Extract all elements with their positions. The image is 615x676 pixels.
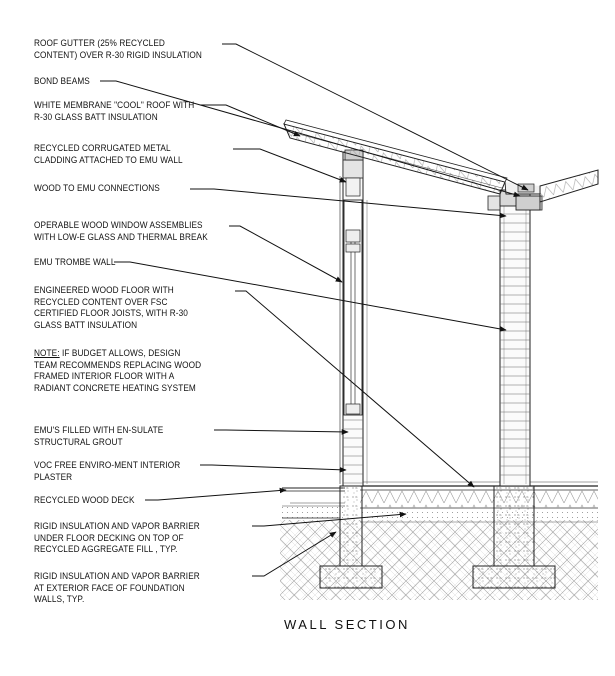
leader-lines: [100, 43, 529, 577]
label-trombe-wall: EMU TROMBE WALL: [34, 257, 116, 268]
floor-assembly: [360, 481, 598, 508]
label-note: NOTE: IF BUDGET ALLOWS, DESIGN TEAM RECO…: [34, 348, 202, 394]
emu-trombe-wall: [499, 203, 531, 487]
interior-pier: [472, 485, 556, 589]
label-bond-beams: BOND BEAMS: [34, 76, 90, 87]
aggregate-fill: [360, 508, 598, 522]
wood-deck: [282, 487, 345, 518]
exterior-foundation: [319, 485, 383, 589]
label-wood-deck: RECYCLED WOOD DECK: [34, 495, 135, 506]
label-wood-emu-connections: WOOD TO EMU CONNECTIONS: [34, 183, 160, 194]
note-prefix: NOTE:: [34, 348, 60, 359]
drawing-title: WALL SECTION: [284, 617, 410, 632]
window-assembly: [339, 176, 368, 484]
